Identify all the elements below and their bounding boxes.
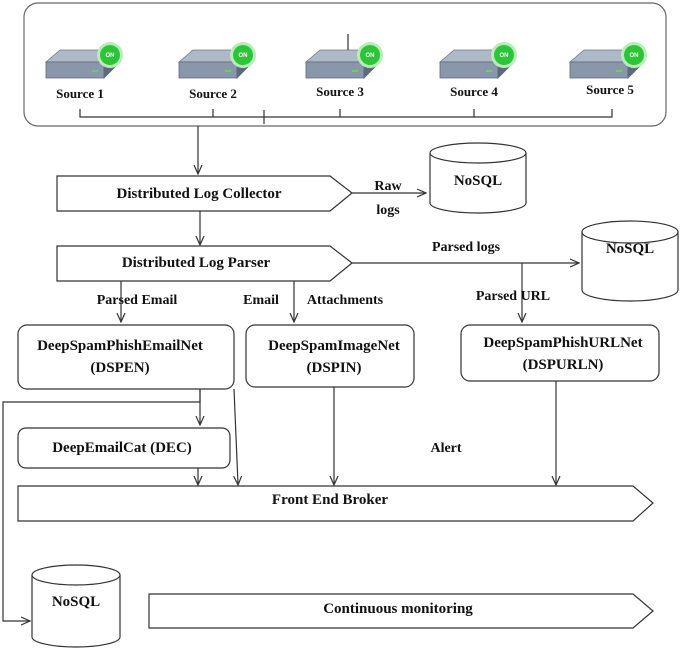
source-server-4: ON Source 4: [438, 42, 517, 99]
alert-label: Alert: [430, 441, 461, 456]
monitor-db-label: NoSQL: [52, 594, 100, 610]
email-label: Email: [243, 293, 279, 308]
raw-label: Raw: [374, 179, 402, 194]
dspin-abbr: (DSPIN): [307, 360, 362, 376]
dec-node: DeepEmailCat (DEC): [17, 427, 231, 469]
source-bus: [79, 109, 613, 124]
arrow-dspen-to-broker: [234, 388, 238, 484]
source-label: Source 1: [56, 86, 104, 101]
dspen-label: DeepSpamPhishEmailNet: [37, 338, 203, 354]
status-on-text: ON: [366, 53, 375, 59]
source-label: Source 4: [450, 84, 498, 99]
dspin-node: DeepSpamImageNet (DSPIN): [245, 324, 415, 388]
status-on-text: ON: [630, 53, 639, 59]
log-parser-label: Distributed Log Parser: [122, 255, 271, 271]
source-server-1: ON Source 1: [44, 42, 123, 101]
source-label: Source 5: [586, 82, 634, 97]
status-on-icon: [360, 45, 380, 65]
dspurln-abbr: (DSPURLN): [523, 357, 604, 373]
source-server-3: ON Source 3: [304, 34, 383, 99]
parsed-db-label: NoSQL: [606, 241, 654, 257]
front-end-broker-node: Front End Broker: [17, 485, 654, 522]
status-on-text: ON: [500, 53, 509, 59]
dspen-node: DeepSpamPhishEmailNet (DSPEN): [17, 324, 235, 390]
log-parser-node: Distributed Log Parser: [56, 245, 353, 282]
status-on-text: ON: [106, 53, 115, 59]
dec-label: DeepEmailCat (DEC): [52, 440, 192, 456]
monitoring-label: Continuous monitoring: [323, 601, 473, 617]
raw-nosql-db: NoSQL: [429, 142, 527, 214]
parsed-logs-label: Parsed logs: [432, 240, 501, 255]
broker-label: Front End Broker: [272, 492, 388, 508]
status-on-text: ON: [239, 53, 248, 59]
dspin-label: DeepSpamImageNet: [268, 338, 400, 354]
source-server-2: ON Source 2: [177, 42, 256, 101]
attachments-label: Attachments: [307, 293, 384, 308]
status-on-icon: [624, 45, 644, 65]
log-collector-node: Distributed Log Collector: [56, 175, 353, 212]
log-collector-label: Distributed Log Collector: [117, 186, 282, 202]
status-on-icon: [233, 45, 253, 65]
parsed-email-label: Parsed Email: [97, 293, 178, 308]
source-label: Source 3: [316, 84, 364, 99]
raw-db-label: NoSQL: [454, 173, 502, 189]
parsed-url-label: Parsed URL: [476, 289, 550, 304]
dspurln-label: DeepSpamPhishURLNet: [483, 335, 642, 351]
status-on-icon: [494, 45, 514, 65]
source-label: Source 2: [189, 86, 237, 101]
parsed-nosql-db: NoSQL: [581, 220, 679, 302]
continuous-monitoring-node: Continuous monitoring: [148, 593, 654, 629]
monitor-nosql-db: NoSQL: [31, 564, 121, 648]
status-on-icon: [100, 45, 120, 65]
dspen-abbr: (DSPEN): [90, 360, 149, 376]
logs-label: logs: [376, 203, 400, 218]
dspurln-node: DeepSpamPhishURLNet (DSPURLN): [460, 324, 660, 382]
source-server-5: ON Source 5: [568, 42, 647, 97]
